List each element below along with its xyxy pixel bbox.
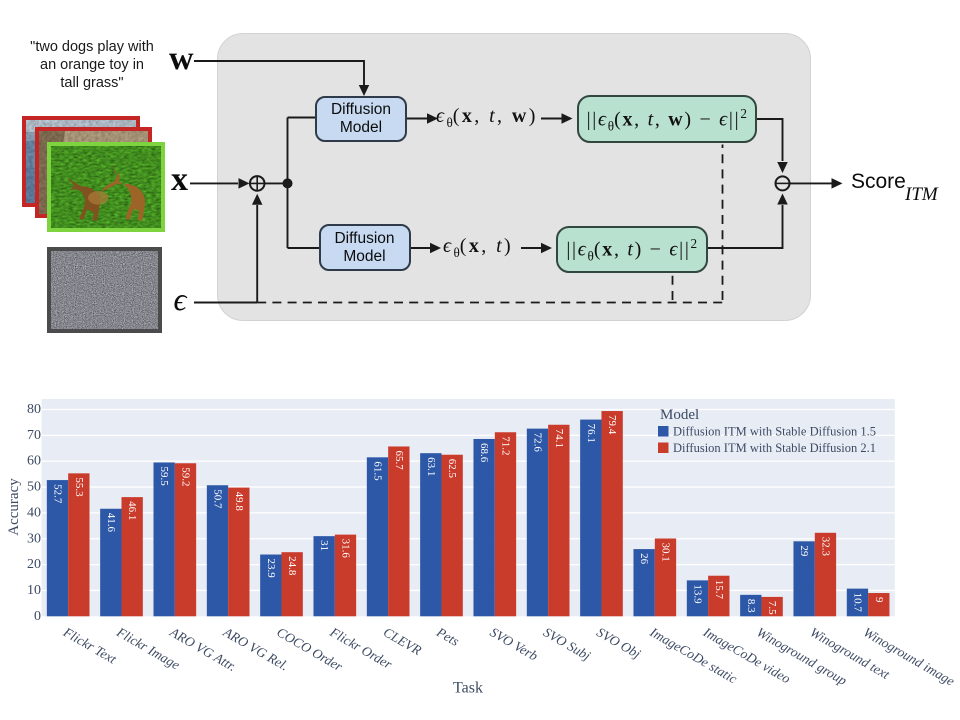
svg-text:30: 30 xyxy=(27,531,41,546)
svg-text:Winoground group: Winoground group xyxy=(754,624,850,688)
svg-text:CLEVR: CLEVR xyxy=(381,624,425,658)
svg-text:Winoground image: Winoground image xyxy=(861,624,957,688)
svg-text:10: 10 xyxy=(27,583,41,598)
svg-text:Accuracy: Accuracy xyxy=(6,478,22,536)
svg-text:26: 26 xyxy=(638,553,650,565)
svg-text:49.8: 49.8 xyxy=(233,492,245,512)
svg-text:52.7: 52.7 xyxy=(52,484,64,504)
svg-text:70: 70 xyxy=(27,428,41,443)
svg-text:41.6: 41.6 xyxy=(105,513,117,533)
svg-text:31: 31 xyxy=(318,540,330,551)
svg-text:Flickr Text: Flickr Text xyxy=(60,624,120,667)
svg-text:59.2: 59.2 xyxy=(179,467,191,486)
svg-text:Task: Task xyxy=(453,680,483,697)
svg-text:8.3: 8.3 xyxy=(745,599,757,613)
svg-text:80: 80 xyxy=(27,402,41,417)
svg-text:74.1: 74.1 xyxy=(553,429,565,448)
svg-text:0: 0 xyxy=(34,609,41,624)
svg-text:62.5: 62.5 xyxy=(446,459,458,479)
svg-text:72.6: 72.6 xyxy=(531,433,543,453)
svg-text:10.7: 10.7 xyxy=(851,593,863,613)
svg-text:9: 9 xyxy=(873,597,885,603)
svg-text:29: 29 xyxy=(798,545,810,557)
svg-text:59.5: 59.5 xyxy=(158,466,170,486)
svg-text:15.7: 15.7 xyxy=(713,580,725,600)
svg-text:30.1: 30.1 xyxy=(659,542,671,561)
svg-text:50.7: 50.7 xyxy=(211,489,223,509)
svg-text:65.7: 65.7 xyxy=(393,450,405,470)
svg-text:13.9: 13.9 xyxy=(691,584,703,604)
svg-text:60: 60 xyxy=(27,454,41,469)
svg-text:Diffusion ITM with Stable Diff: Diffusion ITM with Stable Diffusion 2.1 xyxy=(673,441,876,455)
svg-text:50: 50 xyxy=(27,480,41,495)
svg-text:SVO Verb: SVO Verb xyxy=(488,624,541,663)
svg-text:63.1: 63.1 xyxy=(425,457,437,476)
svg-text:SVO Obj: SVO Obj xyxy=(594,624,643,661)
svg-text:71.2: 71.2 xyxy=(499,436,511,455)
svg-text:68.6: 68.6 xyxy=(478,443,490,463)
svg-text:Diffusion ITM with Stable Diff: Diffusion ITM with Stable Diffusion 1.5 xyxy=(673,425,876,439)
svg-text:ImageCoDe static: ImageCoDe static xyxy=(647,624,740,686)
svg-text:61.5: 61.5 xyxy=(371,461,383,481)
svg-text:ImageCoDe video: ImageCoDe video xyxy=(700,624,793,687)
svg-text:55.3: 55.3 xyxy=(73,477,85,497)
svg-text:76.1: 76.1 xyxy=(585,424,597,443)
svg-text:46.1: 46.1 xyxy=(126,501,138,520)
svg-text:SVO Subj: SVO Subj xyxy=(541,624,594,663)
svg-text:31.6: 31.6 xyxy=(339,539,351,559)
svg-text:7.5: 7.5 xyxy=(766,601,778,615)
svg-text:40: 40 xyxy=(27,505,41,520)
svg-text:Pets: Pets xyxy=(433,624,462,649)
svg-text:23.9: 23.9 xyxy=(265,559,277,579)
svg-text:79.4: 79.4 xyxy=(606,415,618,435)
svg-text:24.8: 24.8 xyxy=(286,556,298,576)
svg-text:20: 20 xyxy=(27,557,41,572)
svg-text:32.3: 32.3 xyxy=(819,537,831,557)
svg-text:Model: Model xyxy=(660,407,699,423)
